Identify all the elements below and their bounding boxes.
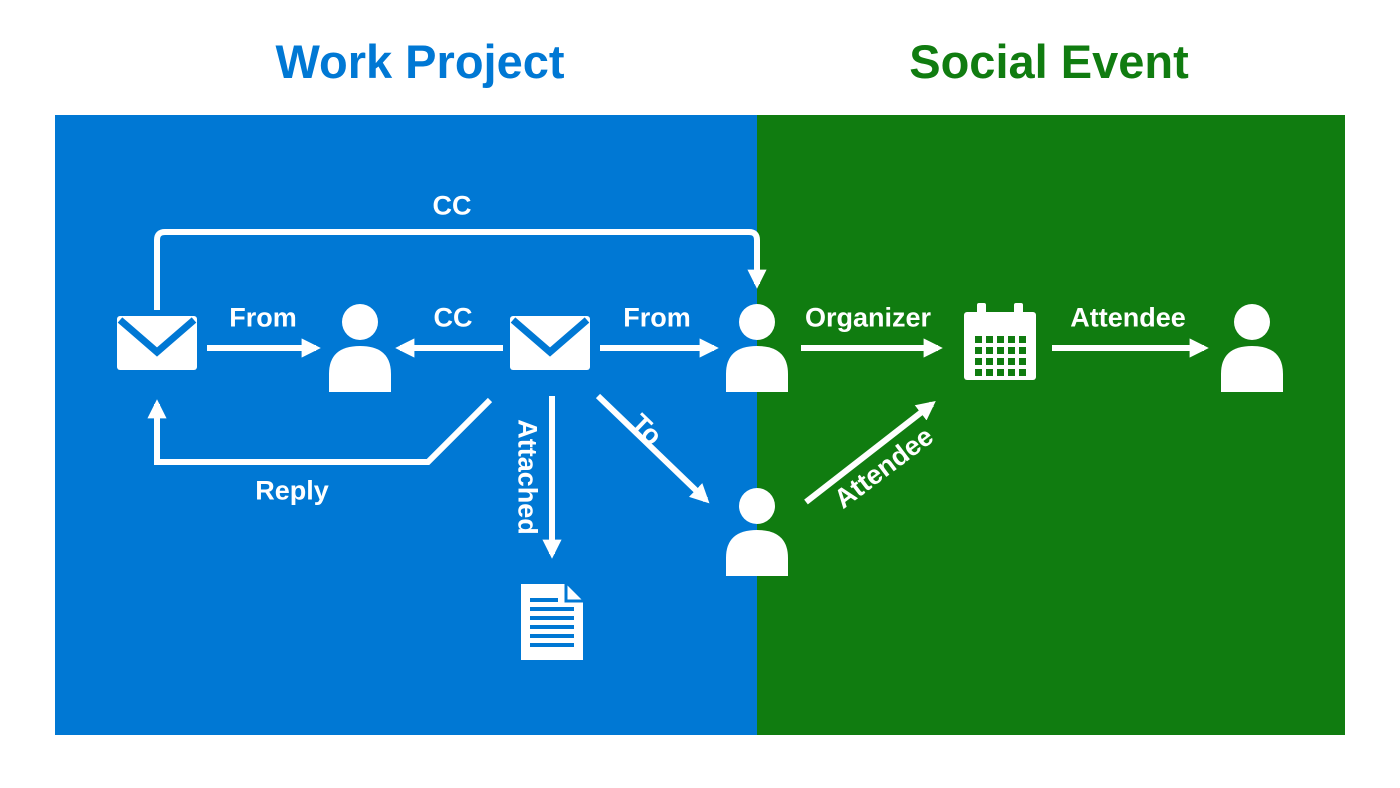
edge-label-attendee-right: Attendee — [1070, 302, 1186, 333]
work-project-title: Work Project — [275, 35, 565, 88]
edge-label-organizer: Organizer — [804, 302, 932, 333]
person-icon — [726, 488, 788, 576]
edge-label-reply: Reply — [255, 475, 329, 506]
arrow-to — [595, 393, 710, 504]
edge-label-cc-top: CC — [432, 190, 472, 221]
edge-label-from-left: From — [229, 302, 297, 333]
calendar-icon — [964, 303, 1036, 380]
email-icon — [510, 316, 590, 370]
edge-label-from-mid: From — [623, 302, 691, 333]
work-project-panel — [55, 115, 757, 735]
document-icon — [521, 584, 583, 660]
arrow-reply — [147, 397, 493, 465]
arrow-attendee-diagonal — [804, 401, 936, 505]
person-icon — [726, 304, 788, 392]
person-icon — [1221, 304, 1283, 392]
arrow-cc-top — [154, 229, 767, 310]
edge-label-cc-mid: CC — [433, 302, 473, 333]
edge-label-attached: Attached — [512, 419, 543, 535]
social-event-panel — [757, 115, 1345, 735]
email-icon — [117, 316, 197, 370]
person-icon — [329, 304, 391, 392]
social-event-title: Social Event — [909, 35, 1189, 88]
edge-arrows — [147, 229, 1209, 559]
